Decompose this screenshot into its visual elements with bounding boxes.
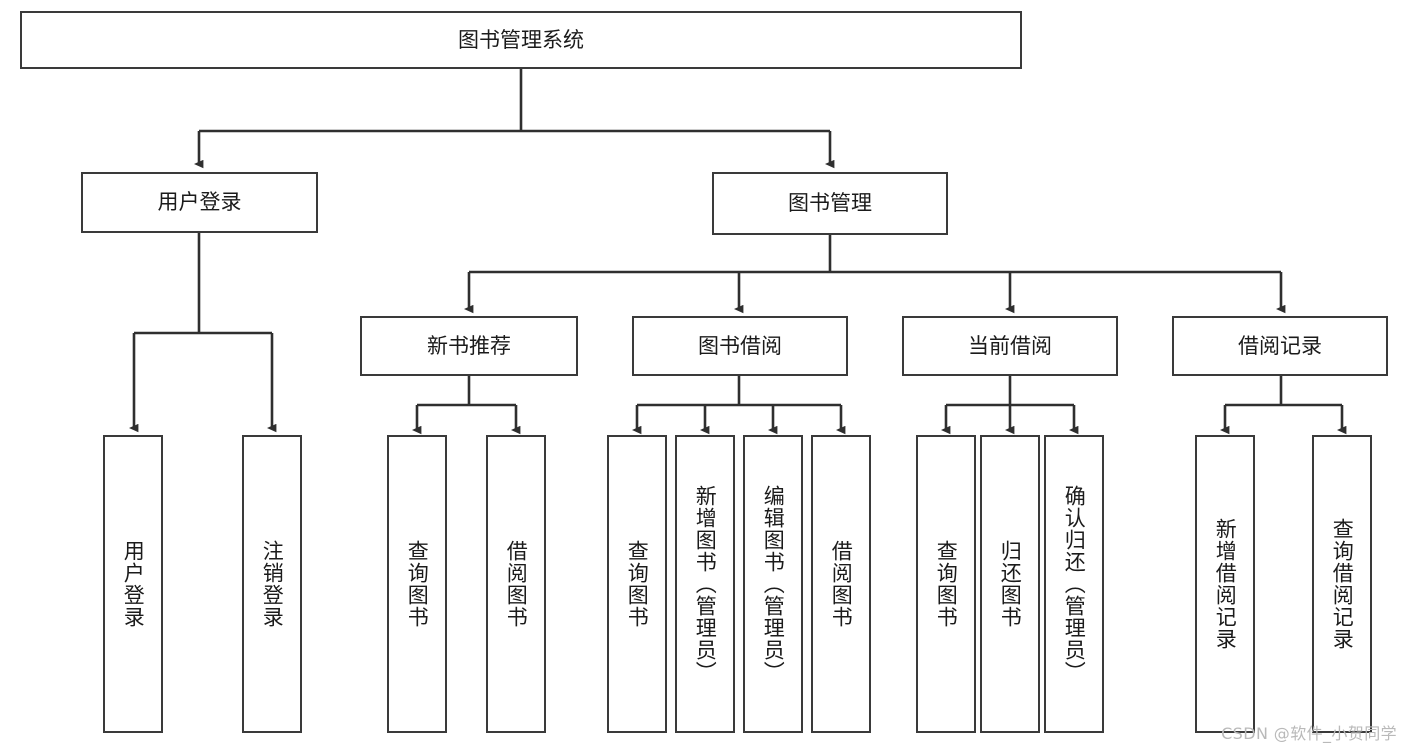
node-leaf-user-login[interactable]: 用户登录: [103, 435, 163, 733]
node-user-login[interactable]: 用户登录: [81, 172, 318, 233]
node-leaf-return-book-label: 归还图书: [998, 540, 1023, 628]
node-leaf-confirm-return[interactable]: 确认归还（管理员）: [1044, 435, 1104, 733]
node-leaf-query-book-2[interactable]: 查询图书: [607, 435, 667, 733]
node-leaf-query-book-3-label: 查询图书: [934, 540, 959, 628]
node-root-label: 图书管理系统: [458, 27, 584, 52]
csdn-watermark: CSDN @软件_小贺同学: [1221, 724, 1397, 743]
node-leaf-query-book-1[interactable]: 查询图书: [387, 435, 447, 733]
node-leaf-borrow-book-1-label: 借阅图书: [504, 540, 529, 628]
node-borrow-record-label: 借阅记录: [1238, 333, 1322, 358]
node-leaf-borrow-book-2-label: 借阅图书: [829, 540, 854, 628]
node-borrow-record[interactable]: 借阅记录: [1172, 316, 1388, 376]
node-new-book-recommend[interactable]: 新书推荐: [360, 316, 578, 376]
node-leaf-query-book-2-label: 查询图书: [625, 540, 650, 628]
node-leaf-query-record[interactable]: 查询借阅记录: [1312, 435, 1372, 733]
node-leaf-user-login-label: 用户登录: [121, 540, 146, 628]
node-leaf-logout-login[interactable]: 注销登录: [242, 435, 302, 733]
node-leaf-logout-login-label: 注销登录: [260, 540, 285, 628]
node-new-book-recommend-label: 新书推荐: [427, 333, 511, 358]
node-leaf-add-record[interactable]: 新增借阅记录: [1195, 435, 1255, 733]
node-leaf-add-book-label: 新增图书（管理员）: [693, 485, 718, 683]
node-user-login-label: 用户登录: [157, 190, 242, 215]
node-book-management-label: 图书管理: [788, 191, 872, 216]
node-book-borrow[interactable]: 图书借阅: [632, 316, 848, 376]
node-leaf-add-book[interactable]: 新增图书（管理员）: [675, 435, 735, 733]
node-root[interactable]: 图书管理系统: [20, 11, 1022, 69]
node-book-borrow-label: 图书借阅: [698, 333, 782, 358]
node-leaf-query-record-label: 查询借阅记录: [1330, 518, 1355, 650]
node-leaf-edit-book[interactable]: 编辑图书（管理员）: [743, 435, 803, 733]
node-leaf-edit-book-label: 编辑图书（管理员）: [761, 485, 786, 683]
node-current-borrow[interactable]: 当前借阅: [902, 316, 1118, 376]
node-leaf-borrow-book-1[interactable]: 借阅图书: [486, 435, 546, 733]
node-leaf-return-book[interactable]: 归还图书: [980, 435, 1040, 733]
node-leaf-borrow-book-2[interactable]: 借阅图书: [811, 435, 871, 733]
node-leaf-add-record-label: 新增借阅记录: [1213, 518, 1238, 650]
node-leaf-query-book-1-label: 查询图书: [405, 540, 430, 628]
node-book-management[interactable]: 图书管理: [712, 172, 948, 235]
node-leaf-confirm-return-label: 确认归还（管理员）: [1062, 485, 1087, 683]
node-leaf-query-book-3[interactable]: 查询图书: [916, 435, 976, 733]
node-current-borrow-label: 当前借阅: [968, 333, 1052, 358]
